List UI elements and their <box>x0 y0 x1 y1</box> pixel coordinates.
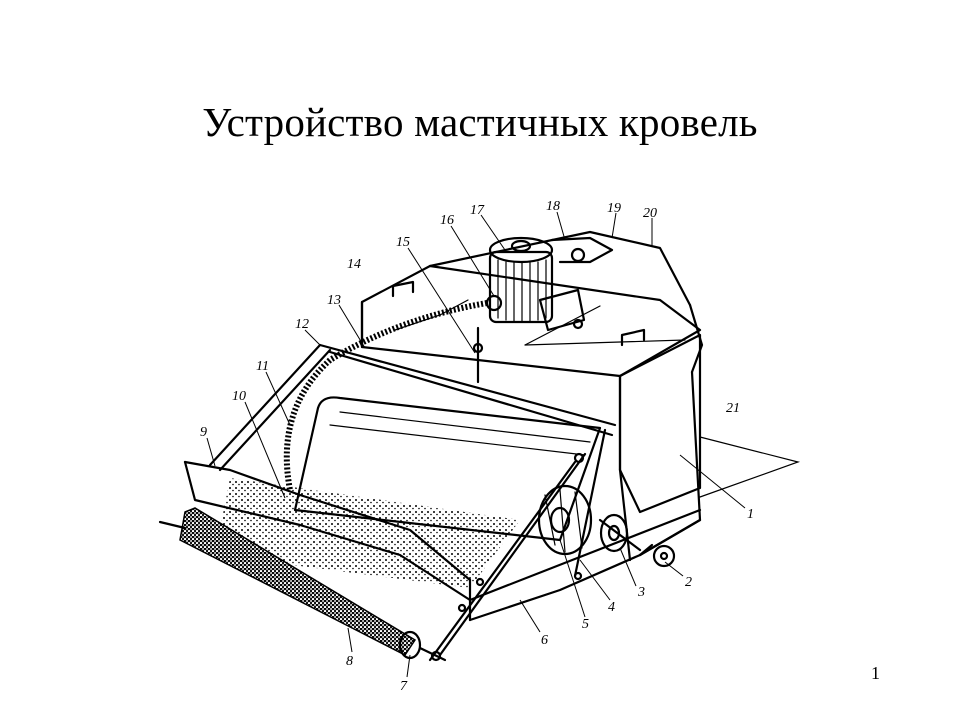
mastic-drum <box>293 396 602 542</box>
caster-wheel <box>638 543 676 568</box>
callout-1: 1 <box>747 507 754 522</box>
callout-16: 16 <box>440 213 454 228</box>
callout-13: 13 <box>327 293 341 308</box>
callout-15: 15 <box>396 235 410 250</box>
drive-chain <box>283 299 488 491</box>
callout-4: 4 <box>608 600 615 615</box>
main-frame <box>183 343 702 662</box>
callout-5: 5 <box>582 617 589 632</box>
callout-20: 20 <box>643 206 657 221</box>
callout-18: 18 <box>546 199 560 214</box>
mastic-hopper <box>360 264 702 514</box>
callout-10: 10 <box>232 389 246 404</box>
rear-roller <box>598 513 642 553</box>
callout-11: 11 <box>256 359 269 374</box>
callout-2: 2 <box>685 575 692 590</box>
callout-labels: 1 2 3 4 5 6 7 8 9 10 11 12 13 14 15 16 1… <box>200 199 754 694</box>
callout-19: 19 <box>607 201 621 216</box>
callout-12: 12 <box>295 317 309 332</box>
electric-motor <box>485 236 614 332</box>
callout-6: 6 <box>541 633 548 648</box>
callout-14: 14 <box>347 257 361 272</box>
page-number: 1 <box>871 663 880 683</box>
callout-9: 9 <box>200 425 207 440</box>
slide-title: Устройство мастичных кровель <box>202 99 758 145</box>
ground-sheet <box>699 436 801 498</box>
leader-lines <box>206 211 746 678</box>
callout-8: 8 <box>346 654 353 669</box>
drive-pulley <box>537 484 593 556</box>
brush-roller <box>158 507 447 662</box>
mastic-layer <box>215 478 520 588</box>
callout-3: 3 <box>637 585 645 600</box>
callout-7: 7 <box>400 679 408 694</box>
callout-17: 17 <box>470 203 485 218</box>
callout-21: 21 <box>726 401 740 416</box>
